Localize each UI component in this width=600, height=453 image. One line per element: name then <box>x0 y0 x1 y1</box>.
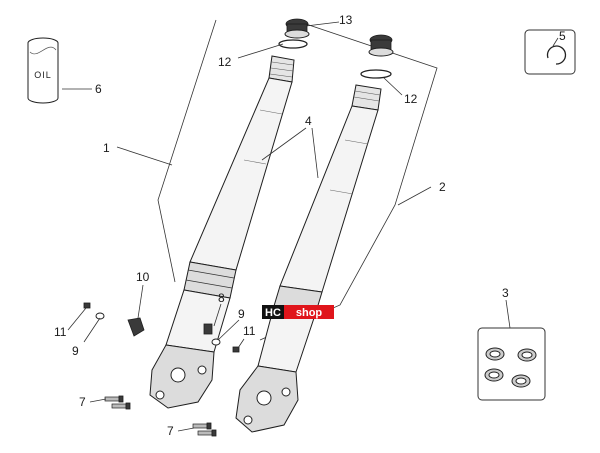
hardware-parts <box>83 302 240 437</box>
screw-right <box>232 346 240 353</box>
spacer-part <box>203 323 213 335</box>
left-fork-leg <box>149 18 310 409</box>
callout-9-left: 9 <box>72 344 79 358</box>
watermark-shop-text: shop <box>296 307 323 319</box>
right-fork-leg <box>235 34 394 433</box>
watermark-shop-box <box>284 305 334 319</box>
seal-kit-box <box>477 327 546 401</box>
callout-5: 5 <box>559 29 566 43</box>
washer-right <box>211 338 221 346</box>
hcshop-watermark: HC shop <box>262 305 334 319</box>
callout-12-right: 12 <box>404 92 418 106</box>
callout-labels: 1 2 3 4 5 6 7 7 8 9 9 10 11 11 12 12 13 <box>54 13 566 438</box>
callout-6: 6 <box>95 82 102 96</box>
callout-11-left: 11 <box>54 325 67 339</box>
leader-lines <box>62 21 559 432</box>
circlip-box <box>524 29 576 75</box>
callout-10: 10 <box>136 270 150 284</box>
bracket-left-fork <box>157 19 217 283</box>
callout-8: 8 <box>218 291 225 305</box>
callout-12-left: 12 <box>218 55 232 69</box>
washer-left <box>95 312 105 320</box>
callout-7-upper: 7 <box>79 395 86 409</box>
callout-4: 4 <box>305 114 312 128</box>
oil-can-part: OIL <box>27 37 59 104</box>
callout-13: 13 <box>339 13 353 27</box>
callout-9-right: 9 <box>238 307 245 321</box>
bolts-lower <box>192 422 217 437</box>
sensor-part <box>127 317 145 337</box>
callout-7-lower: 7 <box>167 424 174 438</box>
callout-11-right: 11 <box>243 324 256 338</box>
callout-1: 1 <box>103 141 110 155</box>
bolts-upper <box>104 395 131 410</box>
watermark-hc-box <box>262 305 284 319</box>
callout-3: 3 <box>502 286 509 300</box>
callout-2: 2 <box>439 180 446 194</box>
seal-ring-icons <box>484 347 537 388</box>
circlip-icon <box>546 45 567 65</box>
screw-left <box>83 302 91 309</box>
watermark-hc-text: HC <box>265 307 281 319</box>
oil-label: OIL <box>34 70 52 80</box>
